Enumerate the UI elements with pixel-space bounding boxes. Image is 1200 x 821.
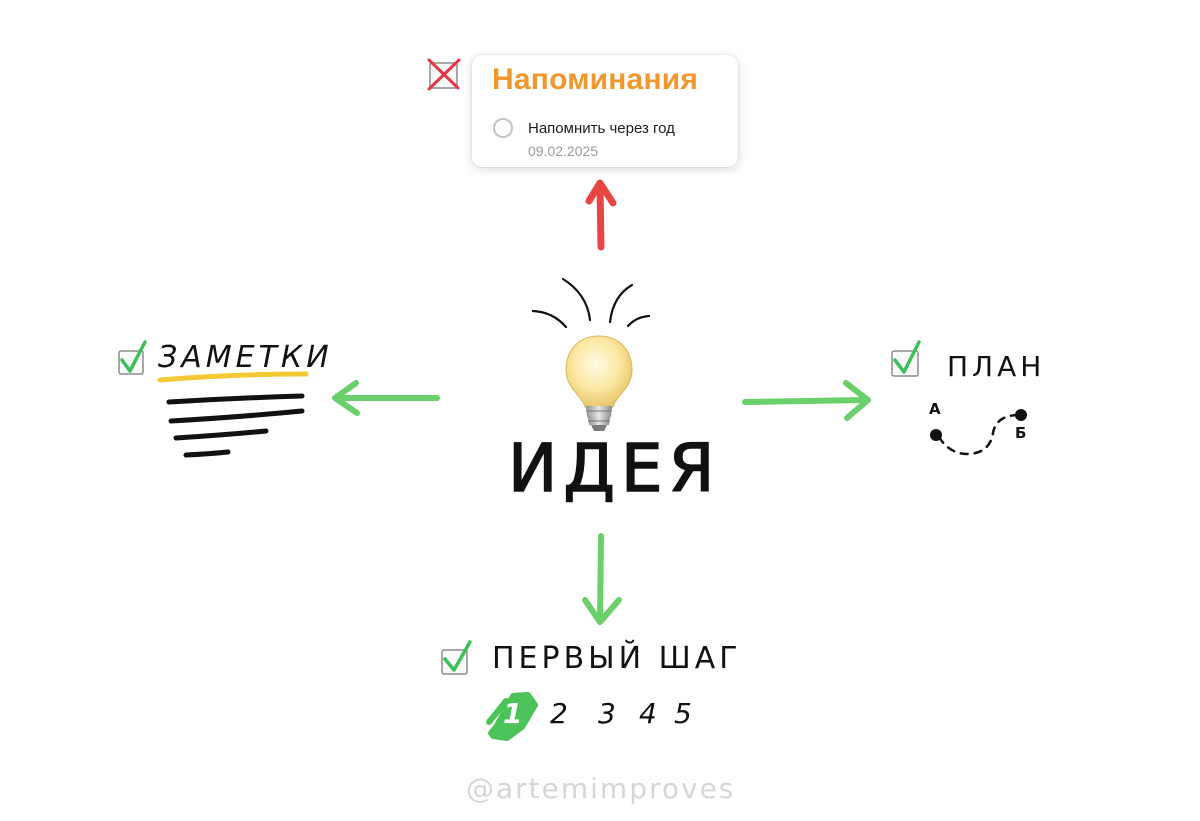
plan-point-a-label: А	[929, 400, 941, 418]
step-number-4: 4	[639, 697, 657, 730]
lightbulb-icon	[565, 335, 633, 431]
plan-label: ПЛАН	[947, 350, 1046, 383]
reminder-item-date: 09.02.2025	[528, 143, 599, 159]
idea-rays	[531, 277, 651, 329]
plan-checkbox-checked-icon	[891, 340, 921, 377]
notes-text-lines-icon	[166, 393, 305, 458]
step-number-1: 1	[503, 697, 523, 730]
watermark: @artemimproves	[466, 772, 736, 805]
reminder-card: Напоминания Напомнить через год 09.02.20…	[472, 55, 738, 167]
first-step-checkbox-checked-icon	[441, 640, 472, 675]
notes-label: ЗАМЕТКИ	[158, 340, 333, 375]
reminder-complete-circle[interactable]	[493, 118, 513, 138]
arrow-down-green	[582, 533, 622, 625]
arrow-right-green	[742, 380, 871, 421]
step-1-done-scribble	[486, 692, 538, 741]
plan-point-b-label: Б	[1015, 424, 1027, 442]
reminder-checkbox-crossed-icon	[427, 58, 461, 91]
first-step-label: ПЕРВЫЙ ШАГ	[492, 641, 742, 676]
notes-checkbox-checked-icon	[118, 340, 147, 375]
arrow-up-red	[585, 179, 617, 251]
plan-route-icon	[930, 409, 1027, 456]
idea-label: ИДЕЯ	[507, 429, 721, 508]
reminder-item-text: Напомнить через год	[528, 120, 675, 137]
step-number-5: 5	[674, 697, 692, 730]
notes-highlight-underline	[157, 371, 309, 383]
step-number-2: 2	[550, 697, 568, 730]
reminder-title: Напоминания	[492, 63, 699, 96]
arrow-left-green	[332, 380, 440, 416]
step-number-3: 3	[598, 697, 616, 730]
